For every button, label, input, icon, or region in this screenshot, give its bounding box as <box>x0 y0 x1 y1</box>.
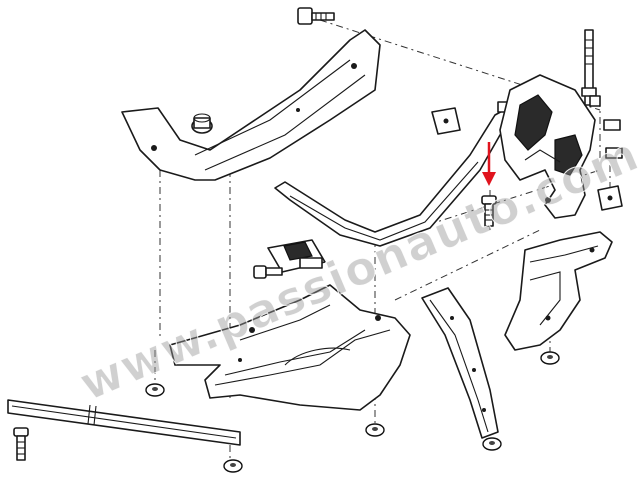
upper-crossmember <box>121 29 381 181</box>
stud <box>581 29 601 107</box>
long-bolt <box>13 427 29 461</box>
rubber-mount <box>267 239 326 273</box>
skid-plate <box>169 284 411 411</box>
lower-bar <box>7 399 241 446</box>
mount-bolt <box>481 195 497 227</box>
flange-nut <box>145 351 560 473</box>
bracket-clip <box>431 107 623 211</box>
hex-nut <box>603 119 623 159</box>
guard-plate <box>504 231 613 351</box>
side-rail <box>421 287 499 439</box>
gearbox-mount <box>499 74 596 219</box>
bushing <box>191 113 213 134</box>
top-bolt <box>297 7 335 25</box>
side-bolt <box>253 265 283 279</box>
red-arrow-indicator <box>482 142 496 186</box>
